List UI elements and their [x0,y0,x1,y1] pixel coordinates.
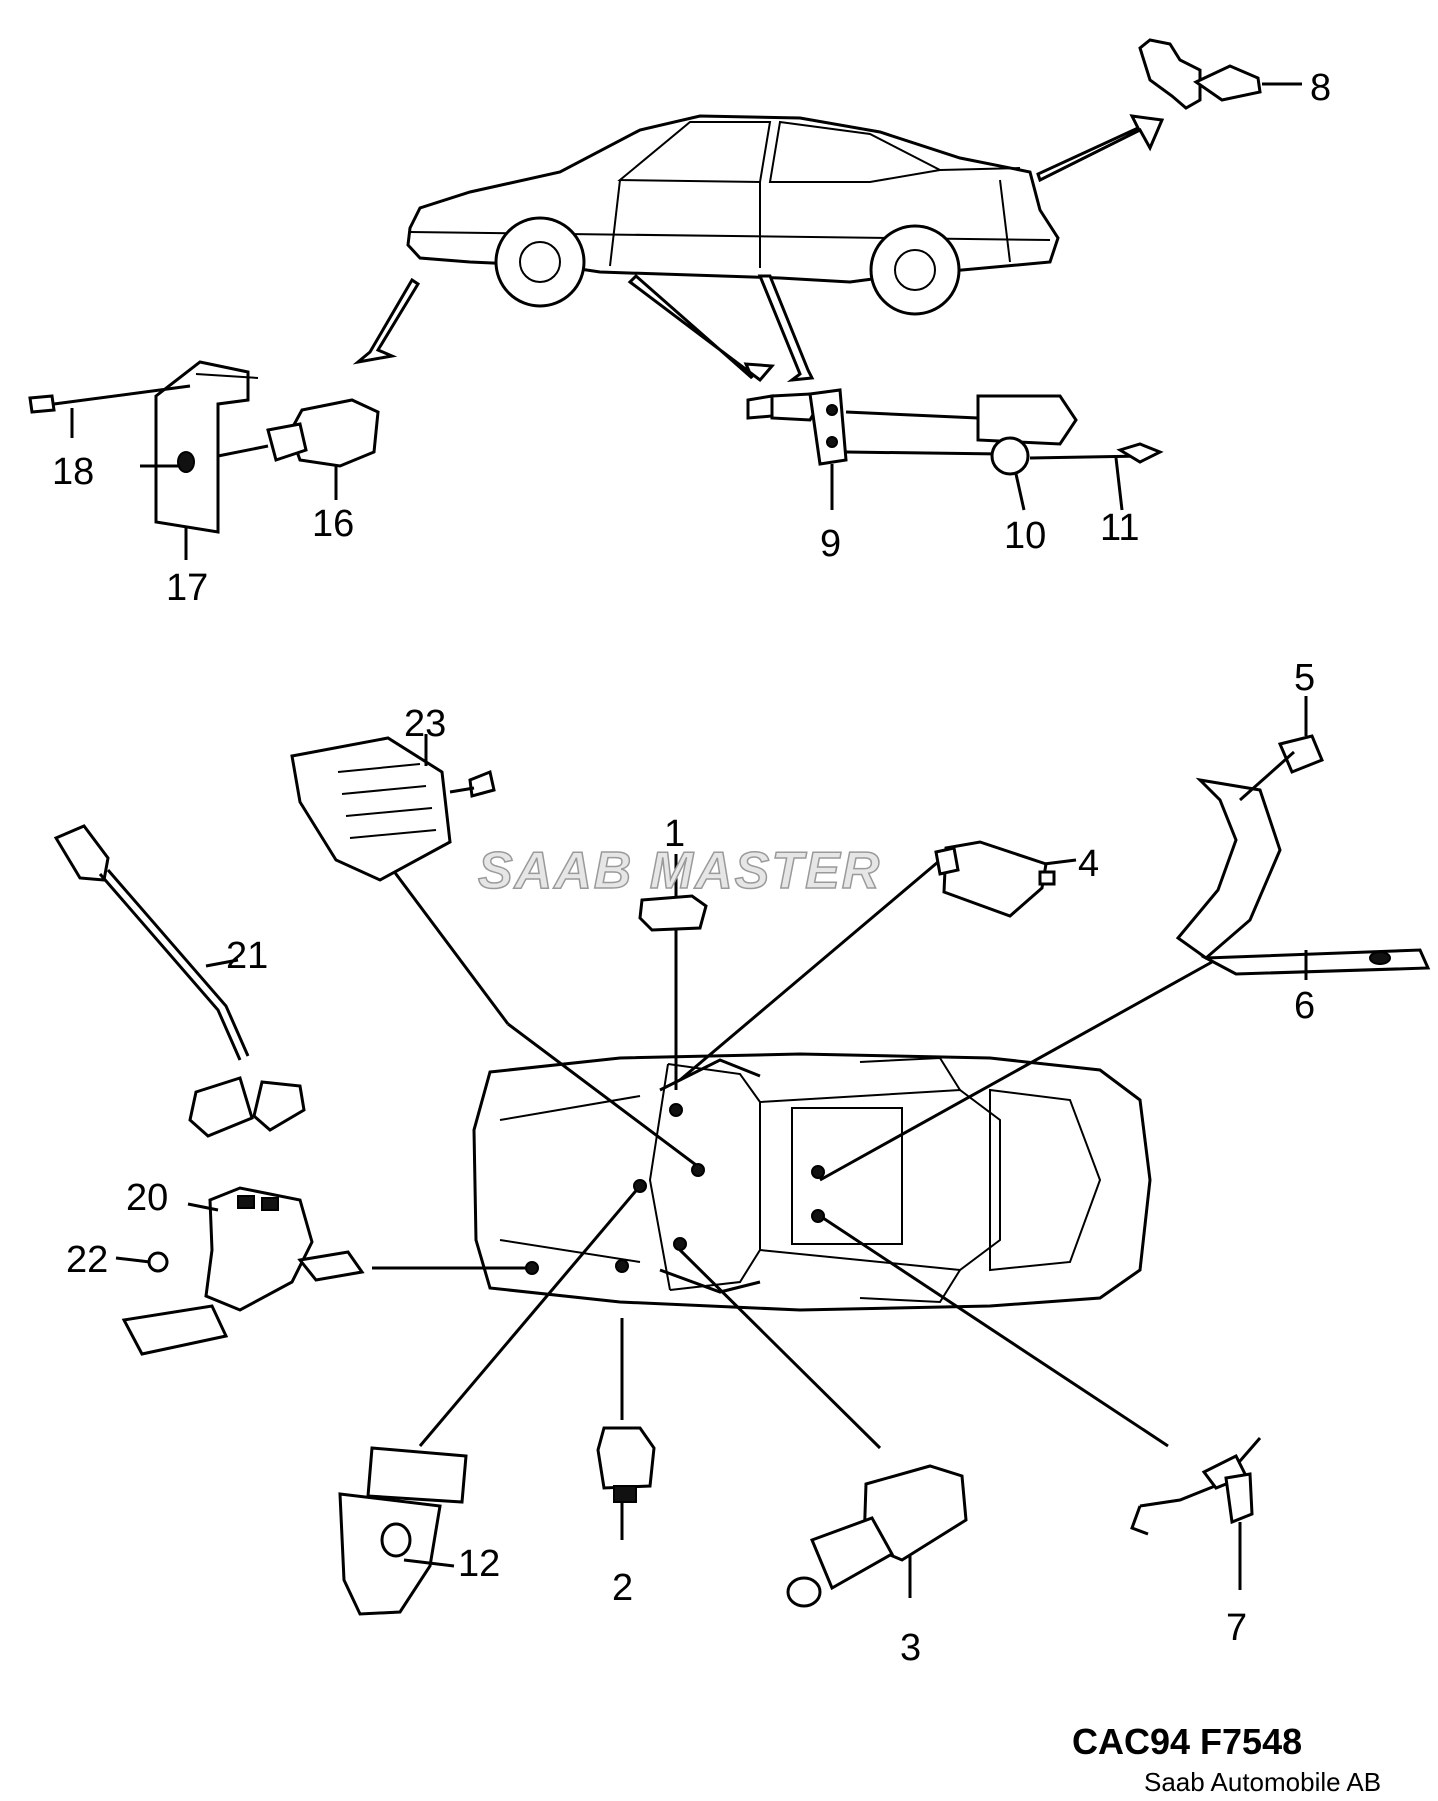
callout-2: 2 [612,1567,633,1609]
callout-4: 4 [1078,843,1099,885]
part-23-control-unit [290,734,496,882]
callout-1: 1 [664,813,685,855]
parts-16-17-18 [28,360,380,560]
callout-17: 17 [166,567,208,609]
credit-text: Saab Automobile AB [1144,1767,1381,1797]
callout-23: 23 [404,703,446,745]
callout-22: 22 [66,1239,108,1281]
part-21-cable [53,824,306,1138]
callout-7: 7 [1226,1607,1247,1649]
part-4-relay [934,840,1077,918]
part-3-switch [786,1464,968,1608]
car-top-view [472,1052,1152,1312]
callout-10: 10 [1004,515,1046,557]
callout-21: 21 [226,935,268,977]
callout-5: 5 [1294,657,1315,699]
part-7-sensor [1130,1437,1262,1590]
callout-9: 9 [820,523,841,565]
callout-3: 3 [900,1627,921,1669]
part-12-lamp [338,1446,468,1616]
parts-20-22-horn [115,1186,365,1356]
car-side-view [352,114,1165,383]
part-1-switch [638,854,708,932]
callout-8: 8 [1310,67,1331,109]
leader-lines [372,860,1213,1450]
figure-code: CAC94 F7548 [1072,1721,1302,1762]
callout-labels: 1 2 3 4 5 6 7 8 9 10 11 12 16 17 18 20 2… [52,67,1331,1669]
callout-16: 16 [312,503,354,545]
callout-12: 12 [458,1543,500,1585]
part-2-sensor [596,1426,656,1540]
parts-9-10-11 [746,388,1164,511]
callout-6: 6 [1294,985,1315,1027]
part-8-lamp-holder [1138,38,1302,110]
callout-11: 11 [1100,507,1139,549]
callout-18: 18 [52,451,94,493]
watermark-text: SAAB MASTER [478,842,881,900]
parts-5-6-bracket [1175,696,1431,980]
callout-20: 20 [126,1177,168,1219]
